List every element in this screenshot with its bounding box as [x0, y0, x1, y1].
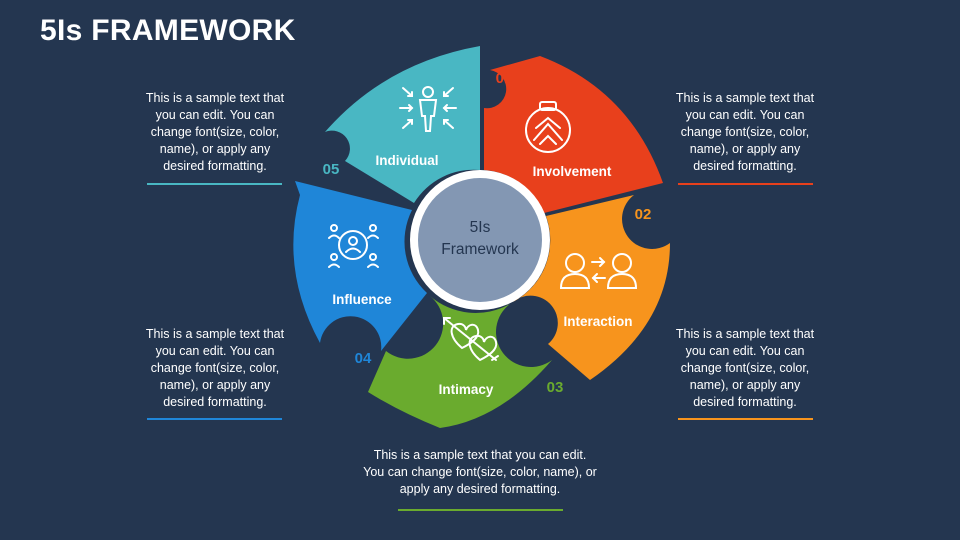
center-text-line2: Framework — [441, 241, 519, 258]
description-bottom-center: This is a sample text that you can edit.… — [363, 448, 597, 496]
page-title: 5Is FRAMEWORK — [40, 14, 296, 47]
underline-top-right — [678, 183, 813, 185]
influencer-network-icon — [328, 224, 379, 268]
center-text-line1: 5Is — [470, 219, 491, 236]
description-bottom-left: This is a sample text that you can edit.… — [145, 327, 285, 409]
person-focus-icon — [399, 86, 457, 132]
segment-involvement[interactable] — [484, 56, 663, 213]
segment-number-04: 04 — [355, 350, 372, 367]
underline-top-left — [147, 183, 282, 185]
segment-number-02: 02 — [635, 206, 652, 223]
segment-number-03: 03 — [547, 379, 564, 396]
segment-number-05: 05 — [323, 161, 340, 178]
segment-intimacy[interactable] — [368, 296, 552, 428]
handshake-icon — [525, 101, 571, 153]
underline-bottom-left — [147, 418, 282, 420]
center-circle — [418, 178, 542, 302]
segment-interaction[interactable] — [513, 195, 670, 380]
segment-label-involvement: Involvement — [533, 164, 612, 179]
segment-individual[interactable] — [325, 46, 480, 203]
segment-label-individual: Individual — [375, 153, 438, 168]
segment-label-influence: Influence — [332, 292, 392, 307]
hearts-arrow-icon — [443, 317, 499, 362]
underline-bottom-center — [398, 509, 563, 511]
two-people-exchange-icon — [559, 253, 638, 289]
segment-number-01: 01 — [496, 70, 513, 87]
description-bottom-right: This is a sample text that you can edit.… — [675, 327, 815, 409]
description-top-right: This is a sample text that you can edit.… — [675, 91, 815, 173]
description-top-left: This is a sample text that you can edit.… — [145, 91, 285, 173]
segment-label-intimacy: Intimacy — [439, 382, 494, 397]
underline-bottom-right — [678, 418, 813, 420]
segment-label-interaction: Interaction — [563, 314, 632, 329]
segment-influence[interactable] — [293, 181, 427, 351]
